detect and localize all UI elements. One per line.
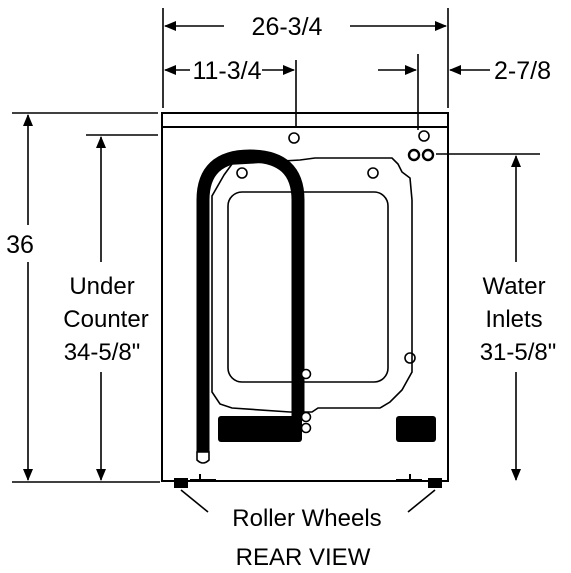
mount-hole-top [288,132,300,144]
vent-right [396,416,436,442]
back-panel-outline [211,157,413,413]
roller-wheel-left [174,478,188,488]
hose-clip-3 [300,422,312,434]
roller-wheels [174,474,442,513]
access-panel [227,191,389,383]
label-water-inlets-2: Inlets [485,306,542,333]
dim-overall-width: 26-3/4 [252,13,323,41]
label-roller-wheels: Roller Wheels [232,505,381,532]
washer-cabinet [161,112,449,482]
mount-hole-right [367,167,379,179]
hose-clip-2 [300,411,312,423]
drain-hose-end [196,451,210,464]
dim-right-offset: 2-7/8 [494,57,551,85]
label-water-inlets-1: Water [482,273,545,300]
water-inlet-cold [421,148,435,162]
leader-wheel-left [180,489,209,513]
drain-hose [196,149,305,452]
roller-wheel-right [428,478,442,488]
label-water-inlets-3: 31-5/8" [480,339,557,366]
label-under-counter-2: Counter [63,306,148,333]
water-inlet-hot [407,148,421,162]
mount-hole-left [236,167,248,179]
label-under-counter-1: Under [69,273,134,300]
leader-wheel-right [407,489,436,513]
dim-overall-height: 36 [6,231,34,259]
mount-hole-inlet-side [418,130,430,142]
label-under-counter-3: 34-5/8" [64,339,141,366]
view-title: REAR VIEW [236,544,371,571]
dim-left-to-inlet: 11-3/4 [192,57,261,85]
vent-left [218,416,302,442]
hose-clip-1 [300,368,312,380]
mount-hole-lower-right [404,352,416,364]
